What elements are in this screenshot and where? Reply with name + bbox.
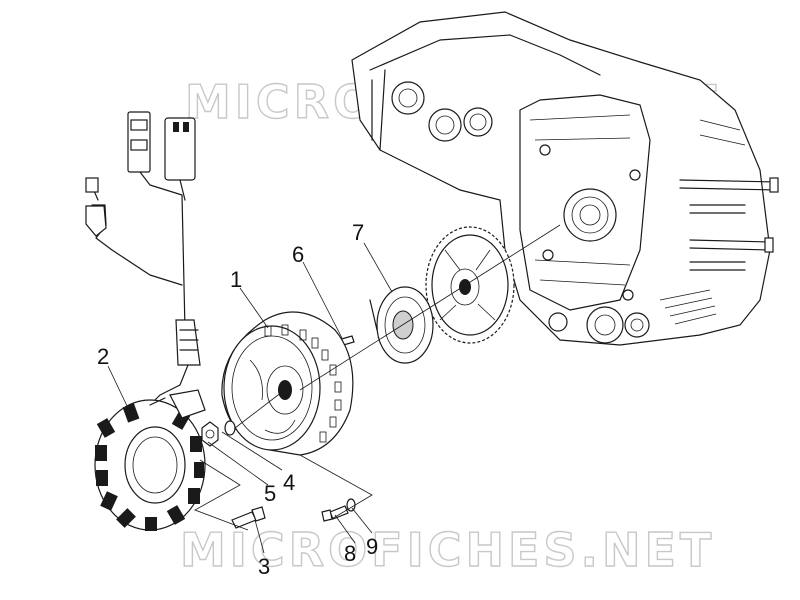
stator-part-2 [94,389,206,531]
leader-lines [107,242,393,554]
callout-4: 4 [283,470,295,495]
ring-gear [425,226,515,344]
freewheel-part-7 [369,286,434,364]
bolt-part-8 [321,505,349,522]
engine-crankcase [351,11,779,346]
assembly-axis-lines [194,224,561,531]
flywheel-part-1 [221,311,354,456]
callout-1: 1 [230,267,242,292]
wiring-harness [85,111,201,406]
callout-3: 3 [258,554,270,579]
callout-7: 7 [352,220,364,245]
watermark-bottom: MICROFICHES.NET [180,523,715,577]
callout-5: 5 [264,481,276,506]
callout-2: 2 [97,344,109,369]
nut-part-5 [201,421,219,447]
callout-8: 8 [344,541,356,566]
callout-9: 9 [366,534,378,559]
callout-6: 6 [292,242,304,267]
washer-part-4 [224,420,236,436]
